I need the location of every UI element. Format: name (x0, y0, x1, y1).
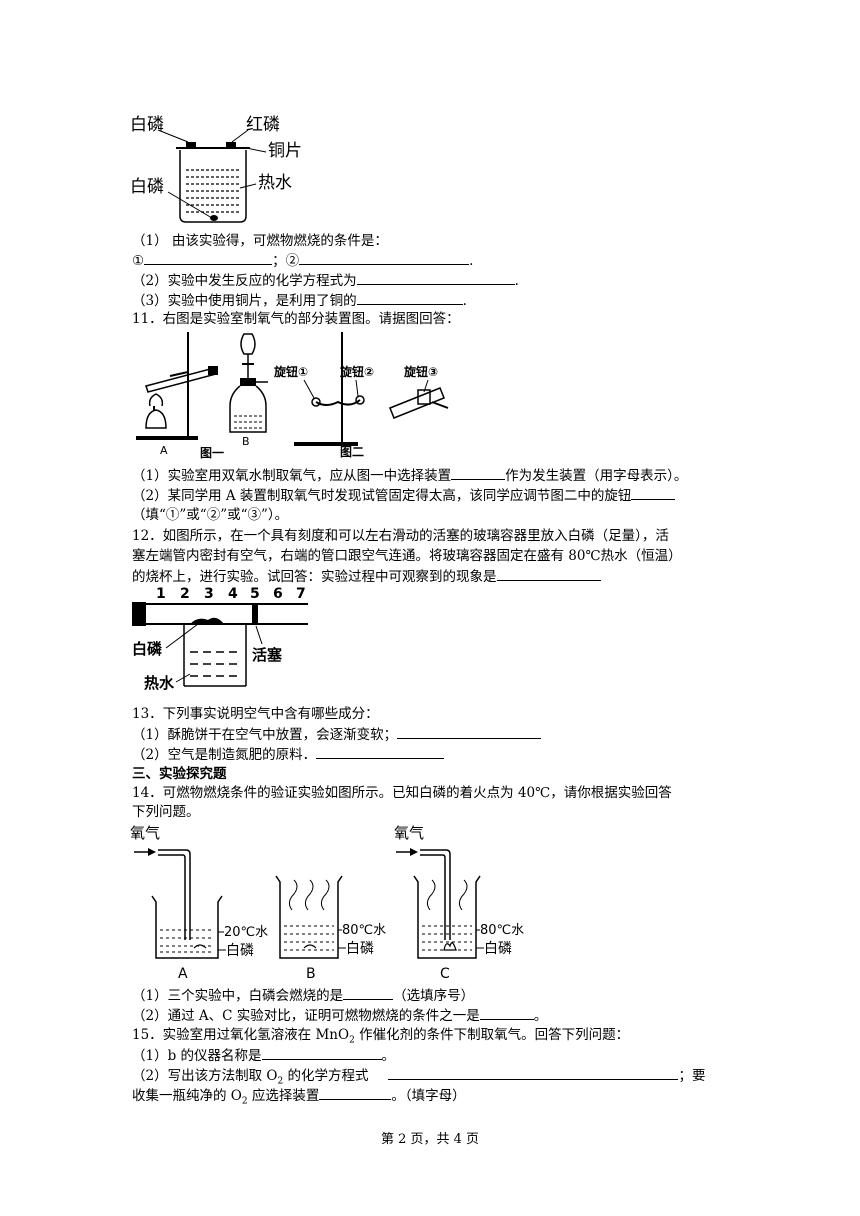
scale-mark: 5 (250, 586, 260, 602)
fig-caption-1: 图一 (200, 446, 224, 460)
q15-subquestion-2: （2）写出该方法制取 O2 的化学方程式；要 (132, 1066, 706, 1087)
scale-mark: 7 (296, 586, 306, 602)
scale-mark: 2 (180, 586, 190, 602)
label-hot-water: 热水 (258, 173, 292, 193)
answer-blank-10-3[interactable] (356, 271, 515, 285)
scale-mark: 1 (156, 586, 166, 602)
label-piston: 活塞 (252, 646, 283, 664)
label-white-phosphorus-c: 白磷 (484, 941, 512, 957)
answer-blank-14-2[interactable] (479, 1006, 534, 1020)
answer-blank-10-4[interactable] (356, 291, 463, 305)
q15-subquestion-1: （1）b 的仪器名称是。 (132, 1046, 396, 1064)
label-oxygen-c: 氧气 (394, 824, 424, 842)
answer-blank-15-1[interactable] (261, 1046, 382, 1060)
beaker-label-a: A (178, 966, 188, 982)
answer-blank-12[interactable] (496, 567, 601, 581)
label-20c-water: 20℃水 (224, 925, 268, 940)
knob-3-label: 旋钮③ (403, 364, 438, 379)
answer-blank-10-2[interactable] (299, 251, 470, 265)
q14-subquestion-2: （2）通过 A、C 实验对比，证明可燃物燃烧的条件之一是。 (132, 1006, 548, 1024)
q14-stem-line-2: 下列问题。 (132, 804, 200, 820)
scale-mark: 6 (273, 586, 283, 602)
page-footer: 第 2 页，共 4 页 (380, 1132, 480, 1147)
q12-stem-line-2: 塞左端管内密封有空气，右端的管口跟空气连通。将玻璃容器固定在盛有 80℃热水（恒… (132, 548, 682, 564)
label-white-phosphorus-bottom: 白磷 (130, 177, 164, 197)
q15-stem: 15．实验室用过氧化氢溶液在 MnO2 作催化剂的条件下制取氧气。回答下列问题： (132, 1027, 630, 1046)
label-red-phosphorus: 红磷 (246, 115, 280, 135)
q10-answer-line: ①；②. (132, 251, 474, 269)
figure-piston-tube: 1 2 3 4 5 6 7 白磷 活塞 热水 (132, 586, 308, 692)
answer-blank-13-2[interactable] (316, 745, 445, 759)
answer-blank-15-2[interactable] (388, 1066, 679, 1080)
q11-stem: 11．右图是实验室制氧气的部分装置图。请据图回答： (132, 311, 460, 327)
answer-blank-11-1[interactable] (451, 466, 506, 480)
label-white-phosphorus-a: 白磷 (226, 943, 254, 959)
beaker-label-b: B (306, 966, 316, 982)
q12-stem-line-1: 12．如图所示，在一个具有刻度和可以左右滑动的活塞的玻璃容器里放入白磷（足量），… (132, 528, 669, 544)
q14-subquestion-1: （1）三个实验中，白磷会燃烧的是（选填序号） (132, 986, 475, 1004)
fig-label-b: B (242, 435, 250, 448)
figure-combustion-beakers: 氧气 20℃水 白磷 A 80℃水 白磷 B 氧气 80℃水 白磷 C (130, 824, 524, 982)
answer-blank-10-1[interactable] (144, 251, 273, 265)
figure-oxygen-apparatus: A B 图一 旋钮① 旋钮② 图二 旋钮③ (136, 332, 449, 460)
answer-blank-13-1[interactable] (397, 725, 542, 739)
answer-blank-15-3[interactable] (319, 1086, 392, 1100)
q10-subquestion-2: （2）实验中发生反应的化学方程式为. (132, 271, 519, 289)
answer-blank-11-2[interactable] (631, 486, 676, 500)
label-hot-water: 热水 (144, 674, 175, 692)
q11-subquestion-2-hint: （填“①”或“②”或“③”）。 (132, 507, 289, 523)
answer-blank-14-1[interactable] (343, 986, 394, 1000)
label-80c-water-b: 80℃水 (342, 923, 386, 938)
label-oxygen-a: 氧气 (130, 824, 160, 842)
q10-subquestion-1: （1） 由该实验得，可燃物燃烧的条件是： (132, 233, 388, 249)
q10-subquestion-3: （3）实验中使用铜片，是利用了铜的. (132, 291, 467, 309)
q15-subquestion-2-cont: 收集一瓶纯净的 O2 应选择装置。（填字母） (132, 1086, 466, 1107)
label-white-phosphorus-b: 白磷 (346, 941, 374, 957)
scale-mark: 3 (204, 586, 214, 602)
label-80c-water-c: 80℃水 (480, 923, 524, 938)
fig-caption-2: 图二 (340, 445, 364, 459)
fig-label-a: A (160, 444, 168, 457)
label-copper-sheet: 铜片 (268, 141, 302, 161)
q11-subquestion-2: （2）某同学用 A 装置制取氧气时发现试管固定得太高，该同学应调节图二中的旋钮 (132, 486, 676, 505)
q13-subquestion-1: （1）酥脆饼干在空气中放置，会逐渐变软； (132, 725, 542, 744)
q13-stem: 13．下列事实说明空气中含有哪些成分： (132, 706, 379, 722)
q12-stem-line-3: 的烧杯上，进行实验。试回答：实验过程中可观察到的现象是 (132, 567, 601, 586)
section-heading: 三、实验探究题 (132, 766, 227, 782)
figure-phosphorus-copper: 白磷 红磷 铜片 白磷 热水 (130, 115, 302, 223)
knob-2-label: 旋钮② (339, 364, 374, 379)
label-white-phosphorus-top: 白磷 (130, 115, 164, 135)
q14-stem-line-1: 14．可燃物燃烧条件的验证实验如图所示。已知白磷的着火点为 40℃，请你根据实验… (132, 785, 672, 801)
label-white-phosphorus: 白磷 (132, 640, 163, 658)
q13-subquestion-2: （2）空气是制造氮肥的原料． (132, 745, 445, 764)
scale-mark: 4 (228, 586, 238, 602)
knob-1-label: 旋钮① (273, 364, 308, 379)
beaker-label-c: C (440, 966, 450, 982)
q11-subquestion-1: （1）实验室用双氧水制取氧气，应从图一中选择装置作为发生装置（用字母表示）。 (132, 466, 688, 484)
